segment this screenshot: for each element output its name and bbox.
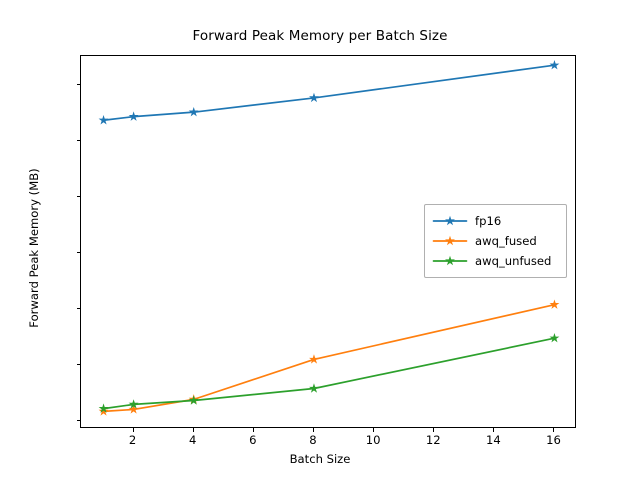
x-axis-label: Batch Size <box>289 452 351 466</box>
plot-area <box>80 55 576 428</box>
legend-swatch-icon <box>432 254 468 268</box>
legend-item-awq_unfused[interactable]: awq_unfused <box>432 251 559 271</box>
x-tick-label: 6 <box>249 433 257 447</box>
x-tick-label: 16 <box>546 433 561 447</box>
data-point-marker <box>98 403 109 413</box>
legend-swatch-icon <box>432 234 468 248</box>
y-tick-mark <box>76 307 80 309</box>
legend-swatch-icon <box>432 214 468 228</box>
legend-label: fp16 <box>475 214 502 228</box>
chart-title: Forward Peak Memory per Batch Size <box>192 28 448 44</box>
y-tick-mark <box>76 140 80 142</box>
x-tick-label: 8 <box>309 433 317 447</box>
data-point-marker <box>309 354 319 364</box>
x-tick-label: 2 <box>128 433 137 447</box>
legend-item-awq_fused[interactable]: awq_fused <box>432 231 559 251</box>
y-tick-mark <box>76 251 80 253</box>
x-tick-mark <box>312 428 314 432</box>
legend-label: awq_fused <box>475 234 537 248</box>
series-line <box>102 64 556 122</box>
x-tick-label: 10 <box>365 433 381 447</box>
data-point-marker <box>309 383 319 393</box>
plot-series-canvas <box>98 60 560 416</box>
data-point-marker <box>98 115 109 125</box>
data-point-marker <box>188 106 199 117</box>
y-tick-mark <box>76 84 80 86</box>
legend-label: awq_unfused <box>475 254 552 268</box>
data-point-marker <box>549 332 560 343</box>
series-fp16 <box>98 60 560 125</box>
series-line <box>102 337 556 410</box>
y-tick-mark <box>76 363 80 365</box>
data-point-marker <box>549 299 560 309</box>
x-tick-mark <box>252 428 254 432</box>
data-point-marker <box>128 404 139 414</box>
x-tick-mark <box>493 428 495 432</box>
data-point-marker <box>309 92 319 103</box>
x-tick-mark <box>373 428 375 432</box>
x-tick-label: 12 <box>425 433 441 447</box>
legend-item-fp16[interactable]: fp16 <box>432 211 559 231</box>
x-tick-mark <box>132 428 134 432</box>
x-tick-label: 14 <box>485 433 501 447</box>
y-tick-mark <box>76 419 80 421</box>
series-awq_unfused <box>98 332 560 413</box>
data-point-marker <box>128 111 139 121</box>
x-tick-mark <box>192 428 194 432</box>
data-point-marker <box>128 399 139 409</box>
series-awq_fused <box>98 299 560 416</box>
x-tick-mark <box>433 428 435 432</box>
data-point-marker <box>188 395 199 405</box>
x-tick-label: 4 <box>189 433 197 447</box>
series-line <box>102 303 556 413</box>
data-point-marker <box>549 60 560 70</box>
x-tick-mark <box>553 428 555 432</box>
chart-legend: fp16 awq_fused awq_unfused <box>424 204 567 278</box>
y-axis-label: Forward Peak Memory (MB) <box>27 168 41 328</box>
data-point-marker <box>98 406 109 416</box>
y-tick-mark <box>76 196 80 198</box>
